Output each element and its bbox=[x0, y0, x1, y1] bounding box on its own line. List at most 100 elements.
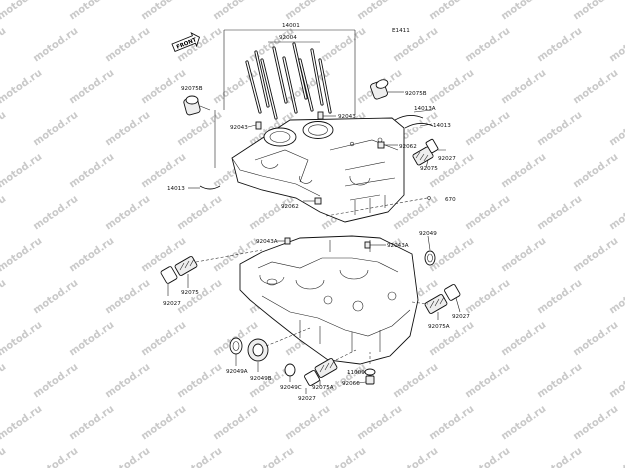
watermark-text: motod.ru bbox=[0, 26, 8, 65]
plug-92075a-right bbox=[411, 284, 461, 320]
watermark-text: motod.ru bbox=[499, 0, 548, 22]
studs-92004 bbox=[245, 41, 332, 120]
watermark-text: motod.ru bbox=[283, 0, 332, 22]
stud-highlight bbox=[246, 61, 261, 113]
watermark-text: motod.ru bbox=[427, 404, 476, 443]
label-92027-top: 92027 bbox=[438, 156, 456, 162]
watermark-text: motod.ru bbox=[175, 362, 224, 401]
watermark-text: motod.ru bbox=[67, 0, 116, 22]
watermark-text: motod.ru bbox=[103, 26, 152, 65]
dowel-92043-left bbox=[255, 121, 262, 130]
label-92049c: 92049C bbox=[280, 385, 302, 391]
plug-92075-top-right bbox=[412, 138, 446, 169]
plug-92075b-left bbox=[183, 95, 211, 116]
watermark-text: motod.ru bbox=[391, 446, 440, 468]
watermark-text: motod.ru bbox=[67, 68, 116, 107]
stud-highlight bbox=[311, 49, 323, 105]
label-92075-left: 92075 bbox=[181, 290, 199, 296]
watermark-text: motod.ru bbox=[499, 404, 548, 443]
watermark-text: motod.ru bbox=[571, 404, 620, 443]
watermark-text: motod.ru bbox=[103, 194, 152, 233]
stud-highlight bbox=[273, 47, 287, 103]
watermark-text: motod.ru bbox=[103, 362, 152, 401]
label-14001: 14001 bbox=[282, 23, 300, 29]
plug-92075-left bbox=[160, 249, 263, 296]
seal-92049c bbox=[284, 363, 296, 382]
watermark-text: motod.ru bbox=[427, 0, 476, 22]
label-92043-right: 92043 bbox=[338, 114, 356, 120]
watermark-text: motod.ru bbox=[0, 278, 8, 317]
dowel-92043a-right bbox=[364, 241, 371, 249]
watermark-text: motod.ru bbox=[103, 278, 152, 317]
label-92043-left: 92043 bbox=[230, 125, 248, 131]
watermark-text: motod.ru bbox=[607, 362, 625, 401]
label-11009: 11009 bbox=[347, 370, 365, 376]
watermark-text: motod.ru bbox=[463, 26, 512, 65]
watermark-text: motod.ru bbox=[67, 404, 116, 443]
stud-highlight bbox=[283, 57, 297, 113]
watermark-text: motod.ru bbox=[175, 194, 224, 233]
plug-92075b-top bbox=[370, 79, 404, 100]
watermark-text: motod.ru bbox=[0, 320, 44, 359]
watermark-text: motod.ru bbox=[139, 320, 188, 359]
label-14013-left: 14013 bbox=[167, 186, 185, 192]
ring-14013-left bbox=[199, 185, 221, 190]
watermark-text: motod.ru bbox=[535, 446, 584, 468]
watermark-text: motod.ru bbox=[211, 404, 260, 443]
stud-highlight bbox=[261, 59, 277, 119]
diagram-code: E1411 bbox=[392, 28, 410, 34]
watermark-text: motod.ru bbox=[247, 26, 296, 65]
watermark-text: motod.ru bbox=[463, 194, 512, 233]
watermark-text: motod.ru bbox=[175, 278, 224, 317]
watermark-text: motod.ru bbox=[31, 278, 80, 317]
label-92075-top: 92075 bbox=[420, 166, 438, 172]
watermark-text: motod.ru bbox=[571, 320, 620, 359]
label-92075a-bottom: 92075A bbox=[312, 385, 334, 391]
watermark-text: motod.ru bbox=[175, 446, 224, 468]
watermark-text: motod.ru bbox=[499, 152, 548, 191]
watermark-text: motod.ru bbox=[31, 110, 80, 149]
label-14013a: 14013A bbox=[414, 106, 436, 112]
watermark-text: motod.ru bbox=[67, 152, 116, 191]
seal-92049a bbox=[229, 337, 243, 366]
watermark-text: motod.ru bbox=[319, 446, 368, 468]
watermark-text: motod.ru bbox=[499, 236, 548, 275]
bolt-670-line bbox=[325, 197, 428, 217]
watermark-text: motod.ru bbox=[247, 446, 296, 468]
label-92062-top: 92062 bbox=[399, 144, 417, 150]
watermark-text: motod.ru bbox=[211, 0, 260, 22]
watermark-text: motod.ru bbox=[283, 404, 332, 443]
watermark-text: motod.ru bbox=[607, 110, 625, 149]
watermark-text: motod.ru bbox=[463, 278, 512, 317]
label-92066: 92066 bbox=[342, 381, 360, 387]
lower-crankcase bbox=[239, 235, 419, 365]
dowel-92062-mid bbox=[314, 197, 322, 205]
watermark-text: motod.ru bbox=[535, 110, 584, 149]
watermark-text: motod.ru bbox=[319, 26, 368, 65]
watermark-text: motod.ru bbox=[463, 110, 512, 149]
ring-14013a bbox=[394, 115, 424, 121]
watermark-text: motod.ru bbox=[0, 362, 8, 401]
ring-14013-right bbox=[404, 123, 434, 129]
watermark-text: motod.ru bbox=[499, 68, 548, 107]
watermark-text: motod.ru bbox=[607, 26, 625, 65]
dowel-92062-top bbox=[377, 141, 385, 149]
watermark-text: motod.ru bbox=[31, 26, 80, 65]
watermark-text: motod.ru bbox=[175, 110, 224, 149]
watermark-text: motod.ru bbox=[139, 404, 188, 443]
stud-highlight bbox=[319, 59, 331, 113]
watermark-text: motod.ru bbox=[139, 0, 188, 22]
stud-highlight bbox=[293, 43, 307, 99]
label-92075b-top: 92075B bbox=[405, 91, 427, 97]
watermark-text: motod.ru bbox=[31, 362, 80, 401]
watermark-text: motod.ru bbox=[0, 110, 8, 149]
watermark-text: motod.ru bbox=[427, 68, 476, 107]
label-92075a-right: 92075A bbox=[428, 324, 450, 330]
watermark-text: motod.ru bbox=[0, 68, 44, 107]
part-labels: 14001 92004 92075B 92075B 14013A 14013 9… bbox=[163, 23, 470, 402]
watermark-text: motod.ru bbox=[535, 278, 584, 317]
watermark-text: motod.ru bbox=[67, 320, 116, 359]
watermark-text: motod.ru bbox=[31, 194, 80, 233]
